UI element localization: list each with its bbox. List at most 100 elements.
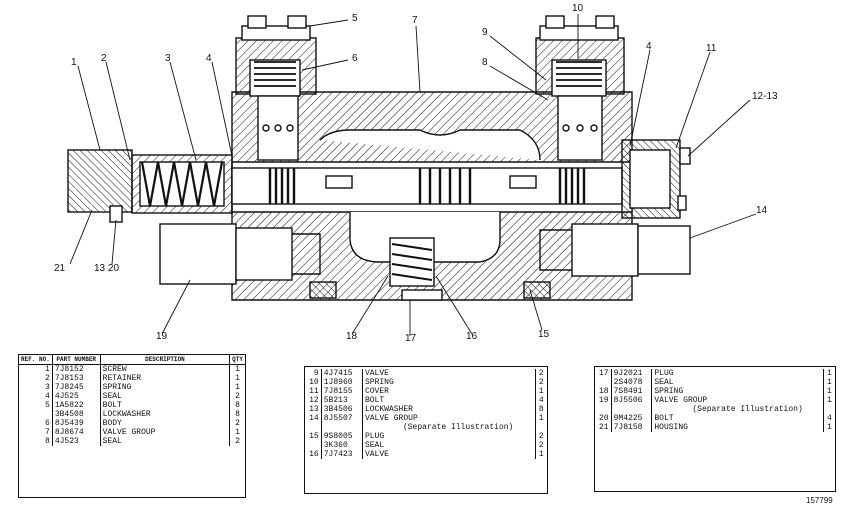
- qty-cell: 1: [827, 387, 832, 396]
- part-number-cell: 8J8674: [52, 428, 101, 437]
- part-number-cell: 4J7415: [321, 369, 363, 378]
- description-cell: VALVE: [362, 369, 536, 378]
- part-number-cell: 3B4508: [52, 410, 101, 419]
- part-number-cell: 7J8158: [611, 423, 653, 432]
- ref-no-cell: 5: [19, 401, 53, 410]
- part-number-cell: 4J525: [52, 392, 101, 401]
- description-cell: PLUG: [651, 369, 824, 378]
- qty-cell: 8: [235, 410, 240, 419]
- description-cell: BOLT: [362, 396, 536, 405]
- ref-no-cell: 9: [305, 369, 322, 378]
- callout-16: 16: [466, 331, 478, 342]
- description-cell: VALVE GROUP: [100, 428, 231, 437]
- description-cell: SPRING: [362, 378, 536, 387]
- part-number-cell: 8J5506: [611, 396, 653, 405]
- part-number-cell: 7J8155: [321, 387, 363, 396]
- bottom-plug: [401, 289, 443, 301]
- qty-cell: 1: [538, 450, 544, 459]
- qty-cell: 2: [538, 441, 544, 450]
- part-number-cell: 7J8153: [52, 374, 101, 383]
- qty-cell: 1: [235, 365, 240, 374]
- qty-cell: 2: [538, 432, 544, 441]
- ref-no-cell: 11: [305, 387, 322, 396]
- qty-cell: 1: [235, 383, 240, 392]
- right-upper-cap: [539, 25, 619, 41]
- description-cell: LOCKWASHER: [362, 405, 536, 414]
- description-cell: BODY: [100, 419, 231, 428]
- description-cell: BOLT: [651, 414, 824, 423]
- part-number-cell: [611, 405, 653, 414]
- callout-13-20: 13 20: [94, 263, 120, 274]
- part-number-cell: [321, 423, 363, 432]
- callout-15: 15: [538, 329, 550, 340]
- right-lower-fitting: [571, 223, 639, 277]
- qty-cell: 1: [235, 374, 240, 383]
- ref-no-cell: 7: [19, 428, 53, 437]
- part-number-cell: 2S4078: [611, 378, 653, 387]
- qty-cell: 2: [235, 419, 240, 428]
- callout-9: 9: [482, 27, 488, 38]
- header-qty: QTY: [229, 355, 245, 365]
- callout-3: 3: [165, 53, 171, 64]
- part-number-cell: 5B213: [321, 396, 363, 405]
- description-cell: RETAINER: [100, 374, 231, 383]
- table-row: (Separate Illustration): [595, 405, 835, 414]
- ref-no-cell: 19: [595, 396, 612, 405]
- callout-17: 17: [405, 333, 417, 344]
- qty-cell: 1: [827, 423, 832, 432]
- ref-no-cell: 12: [305, 396, 322, 405]
- ref-no-cell: 8: [19, 437, 53, 446]
- description-cell: BOLT: [100, 401, 231, 410]
- part-number-cell: 3K360: [321, 441, 363, 450]
- qty-cell: [535, 423, 547, 432]
- part-number-cell: 7J8152: [52, 364, 101, 374]
- part-number-cell: 8J5439: [52, 419, 101, 428]
- callout-2: 2: [101, 53, 107, 64]
- callout-1: 1: [71, 57, 77, 68]
- part-number-cell: 9J2021: [611, 369, 653, 378]
- part-number-cell: 8J5507: [321, 414, 363, 423]
- ref-no-cell: 6: [19, 419, 53, 428]
- header-description: DESCRIPTION: [100, 355, 231, 365]
- figure-number: 157799: [806, 496, 833, 505]
- qty-cell: 1: [235, 428, 240, 437]
- part-number-cell: 7S8491: [611, 387, 653, 396]
- spool: [231, 167, 623, 205]
- description-cell: SEAL: [100, 392, 231, 401]
- left-upper-cap: [241, 25, 311, 41]
- ref-no-cell: 1: [19, 364, 53, 374]
- description-cell: VALVE: [362, 450, 536, 459]
- description-cell: SPRING: [651, 387, 824, 396]
- callout-10: 10: [572, 3, 584, 14]
- description-cell: VALVE GROUP: [651, 396, 824, 405]
- qty-cell: 8: [235, 401, 240, 410]
- qty-cell: 8: [538, 405, 544, 414]
- description-cell: VALVE GROUP: [362, 414, 536, 423]
- ref-no-cell: 20: [595, 414, 612, 423]
- ref-no-cell: 3: [19, 383, 53, 392]
- callout-14: 14: [756, 205, 768, 216]
- callout-5: 5: [352, 13, 358, 24]
- valve-cross-section-drawing: [67, 14, 757, 336]
- ref-no-cell: 4: [19, 392, 53, 401]
- ref-no-cell: 18: [595, 387, 612, 396]
- description-cell: (Separate Illustration): [362, 423, 536, 432]
- table-row: (Separate Illustration): [305, 423, 547, 432]
